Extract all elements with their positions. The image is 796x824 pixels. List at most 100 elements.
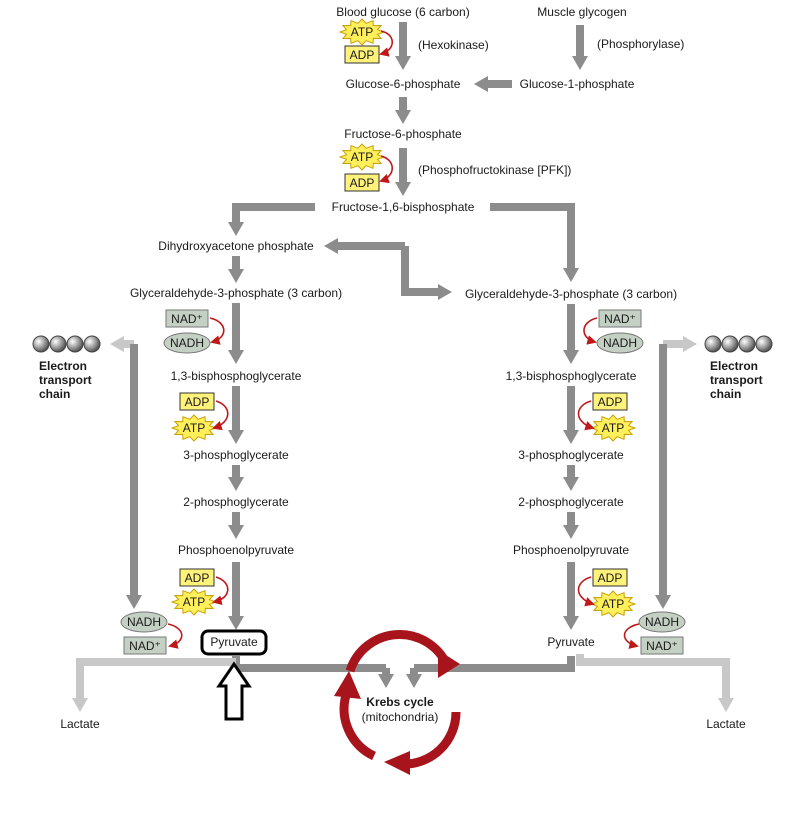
krebs-cycle-icon [334,629,461,775]
svg-text:ATP: ATP [183,421,205,435]
up-arrow-icon [216,661,252,721]
red-curve-right-bpg [577,400,595,431]
svg-text:NADH: NADH [645,615,679,629]
red-curve-hexokinase [379,30,394,57]
arrow-left-g3p-to-bpg [228,303,244,364]
bpg-left-label: 1,3-bisphosphoglycerate [171,369,302,383]
red-curve-left-pep [212,576,229,606]
arrows-layer [72,22,734,712]
etc-right-line3: chain [710,387,741,401]
svg-text:NAD⁺: NAD⁺ [129,639,161,653]
atp-burst-left-bpg: ATP [170,414,218,442]
adp-box-pfk: ADP [344,173,380,192]
electron-transport-chain-icon [704,335,773,353]
etc-left-line2: transport [39,373,92,387]
svg-text:NAD⁺: NAD⁺ [646,639,678,653]
arrow-dhap-to-g3p-right [401,246,452,300]
glucose-6-phosphate-label: Glucose-6-phosphate [346,77,461,91]
svg-text:ADP: ADP [185,571,210,585]
arrow-right-bpg-to-3pg [563,386,579,444]
pfk-label: (Phosphofructokinase [PFK]) [418,163,571,177]
etc-left-line3: chain [39,387,70,401]
hexokinase-label: (Hexokinase) [418,38,489,52]
arrow-left-bpg-to-3pg [228,386,244,444]
arrow-right-nadh-to-etc [663,336,697,352]
dihydroxyacetone-phosphate-label: Dihydroxyacetone phosphate [158,239,314,253]
svg-text:NADH: NADH [127,615,161,629]
bar-right-pyruvate-to-krebs [414,656,575,672]
blood-glucose-label: Blood glucose (6 carbon) [336,5,469,19]
glucose-1-phosphate-label: Glucose-1-phosphate [520,77,635,91]
svg-text:ATP: ATP [351,150,373,164]
nad-box-left-bottom: NAD⁺ [123,636,167,655]
pyruvate-right-label: Pyruvate [547,635,595,649]
adp-box-right-pep: ADP [592,568,628,587]
arrow-left-pyruvate-krebs-entry [378,668,394,688]
arrow-left-pyruvate-to-lactate [72,658,236,712]
arrow-f6p-to-f16bp [395,148,411,196]
g3p-right-label: Glyceraldehyde-3-phosphate (3 carbon) [465,287,677,301]
g3p-left-label: Glyceraldehyde-3-phosphate (3 carbon) [130,286,342,300]
arrow-f16bp-to-dhap [228,203,315,236]
svg-text:ATP: ATP [183,595,205,609]
red-curve-right-nad [583,317,598,345]
bar-left-pyruvate-to-krebs [232,656,386,672]
arrow-g3p-right-to-dhap [324,238,405,254]
lactate-left-label: Lactate [60,717,100,731]
phosphorylase-label: (Phosphorylase) [597,37,684,51]
arrow-right-pyruvate-to-lactate [576,654,734,712]
arrow-g1p-to-g6p [474,76,512,92]
nadh-oval-left-bottom: NADH [120,611,168,633]
atp-burst-right-bpg: ATP [589,414,637,442]
arrow-right-pep-to-pyruvate [563,562,579,630]
red-curve-left-nad [209,317,225,345]
atp-burst-left-pep: ATP [170,588,218,616]
pep-right-label: Phosphoenolpyruvate [513,543,629,557]
nad-box-right-bottom: NAD⁺ [640,636,684,655]
fructose-16-bisphosphate-label: Fructose-1,6-bisphosphate [332,200,475,214]
arrow-left-2pg-to-pep [228,512,244,539]
krebs-cycle-title: Krebs cycle [366,695,434,709]
red-curve-left-bottom [167,623,183,649]
atp-burst-hexokinase: ATP [338,18,386,46]
svg-text:NADH: NADH [170,336,204,350]
svg-text:ADP: ADP [350,176,375,190]
atp-burst-right-pep: ATP [589,590,637,618]
arrow-glycogen-to-g1p [572,25,588,70]
svg-text:ADP: ADP [598,571,623,585]
muscle-glycogen-label: Muscle glycogen [537,5,626,19]
adp-box-left-pep: ADP [179,568,215,587]
svg-text:ADP: ADP [185,395,210,409]
red-curve-pfk [379,155,394,184]
pyruvate-highlight-box [200,629,268,656]
adp-box-right-bpg: ADP [592,392,628,411]
nadh-oval-left-g3p: NADH [163,332,211,354]
svg-text:NAD⁺: NAD⁺ [604,312,636,326]
nad-box-left-g3p: NAD⁺ [165,309,209,328]
etc-left-line1: Electron [39,359,87,373]
pyruvate-left-label: Pyruvate [210,635,258,649]
red-curve-right-pep [577,576,595,607]
arrow-glucose-to-g6p [395,22,411,70]
arrow-left-3pg-to-2pg [228,465,244,491]
svg-text:ATP: ATP [351,25,373,39]
nadh-oval-right-g3p: NADH [596,332,644,354]
etc-right-line2: transport [710,373,763,387]
arrow-right-3pg-to-2pg [563,465,579,491]
pg2-right-label: 2-phosphoglycerate [518,495,624,509]
arrow-left-nadh-down [126,344,142,609]
adp-box-left-bpg: ADP [179,392,215,411]
pep-left-label: Phosphoenolpyruvate [178,543,294,557]
svg-text:ADP: ADP [350,48,375,62]
pg3-right-label: 3-phosphoglycerate [518,448,624,462]
red-curve-right-bottom [623,623,640,649]
svg-text:ATP: ATP [602,597,624,611]
nadh-oval-right-bottom: NADH [638,611,686,633]
arrow-g6p-to-f6p [395,97,411,124]
electron-transport-chain-icon [32,335,101,353]
arrow-right-g3p-to-bpg [563,304,579,364]
svg-text:ATP: ATP [602,421,624,435]
arrow-right-2pg-to-pep [563,512,579,539]
atp-burst-pfk: ATP [338,143,386,171]
